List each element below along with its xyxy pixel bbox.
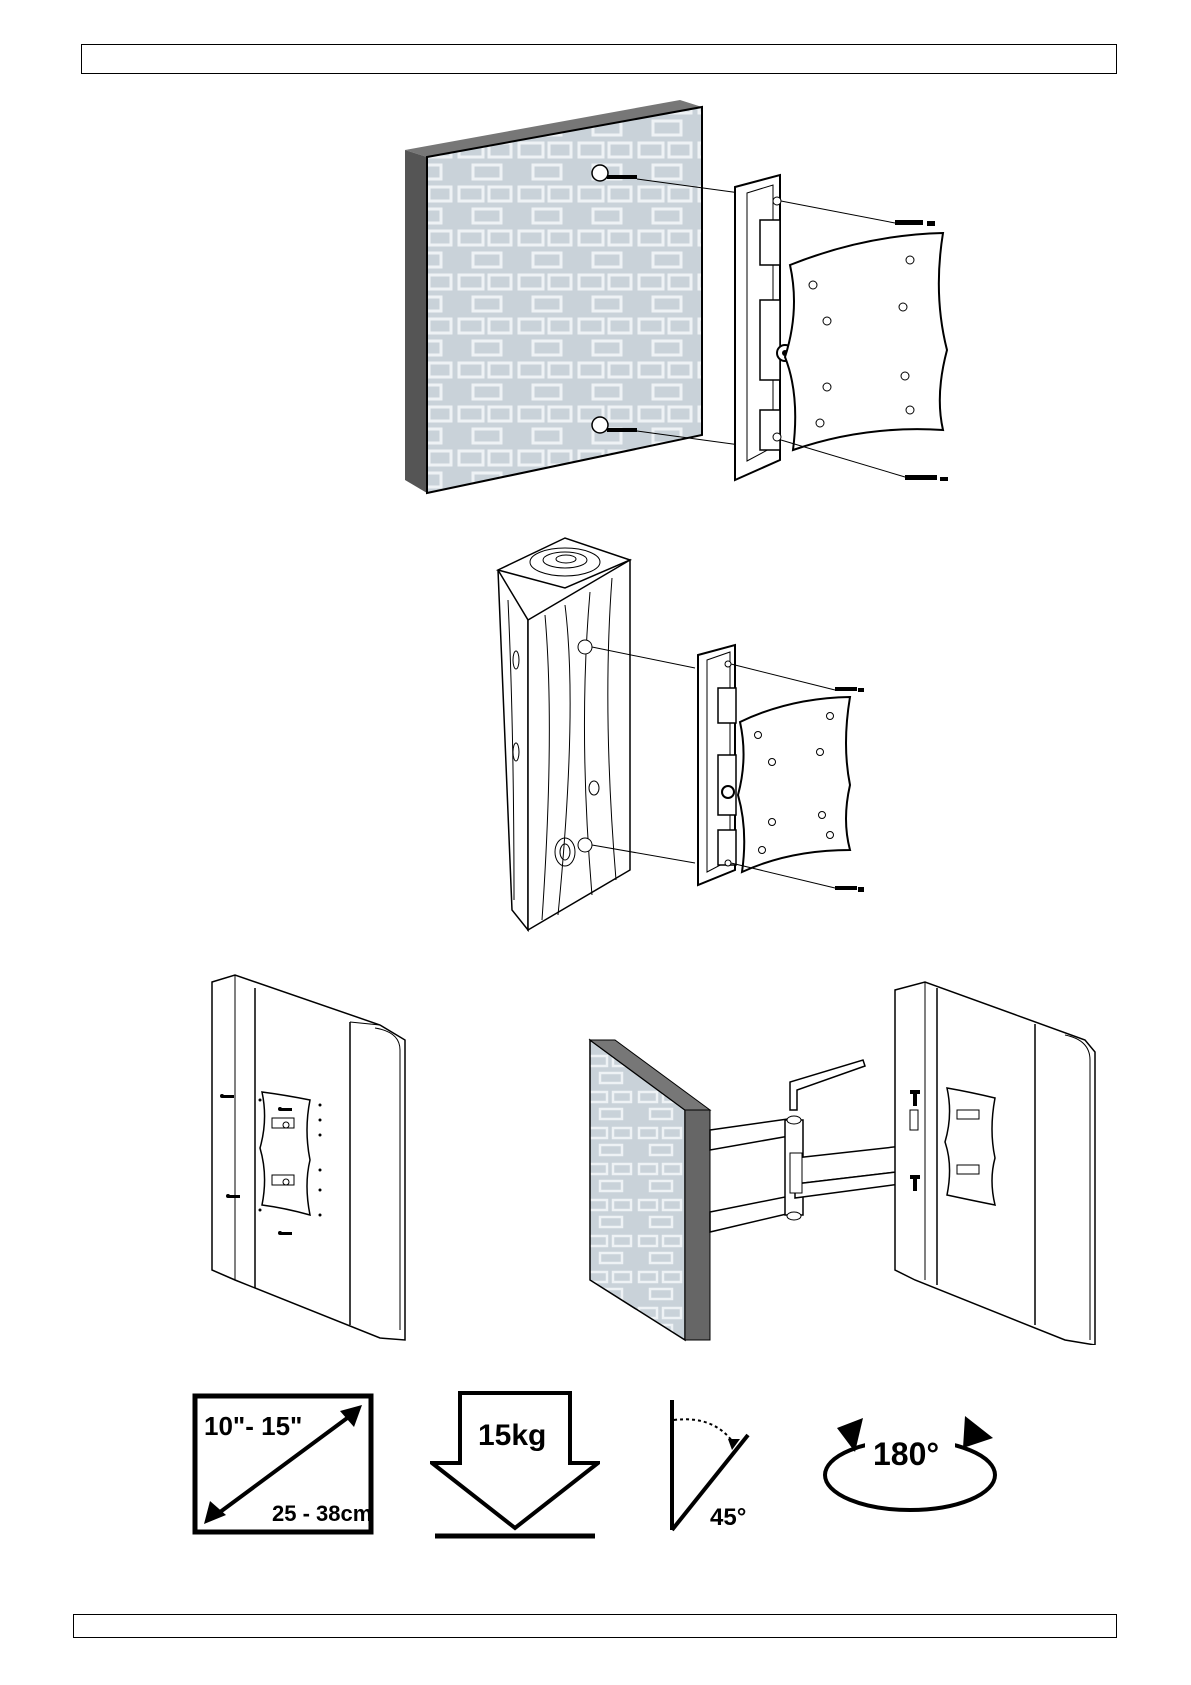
tilt-angle-label: 45° [710,1504,746,1531]
monitor-rear-2 [895,982,1095,1345]
vesa-plate [785,233,947,450]
header-bar [81,44,1117,74]
wall-side [405,150,427,493]
screw-bottom [905,475,937,480]
max-load-icon: 15kg [430,1390,600,1540]
swivel-angle-label: 180° [873,1436,939,1472]
drill-hole-top [592,165,608,181]
wall-bracket-2 [698,645,736,885]
screen-size-cm-label: 25 - 38cm [272,1501,372,1526]
wall-face [427,107,702,493]
max-load-label: 15kg [478,1419,546,1452]
screw-2-top [835,687,857,691]
wall-bracket [735,175,793,480]
wooden-post [498,538,630,930]
vesa-plate-2 [738,697,850,872]
figure-monitor-back [200,970,440,1350]
drill-hole-bottom [592,417,608,433]
vesa-plate-4 [945,1088,995,1205]
screw-2-bottom [835,886,857,890]
footer-bar [73,1614,1117,1638]
figure-wood-mount [490,530,890,940]
figure-arm-assembly [585,980,1105,1345]
screen-size-inch-label: 10"- 15" [204,1411,302,1441]
swivel-angle-icon: 180° [815,1410,1005,1520]
tilt-angle-icon: 45° [660,1395,760,1535]
figure-wall-mount [395,95,975,505]
screw-top [895,220,923,225]
screen-size-icon: 10"- 15" 25 - 38cm [192,1393,374,1535]
allen-key-icon [790,1060,865,1110]
